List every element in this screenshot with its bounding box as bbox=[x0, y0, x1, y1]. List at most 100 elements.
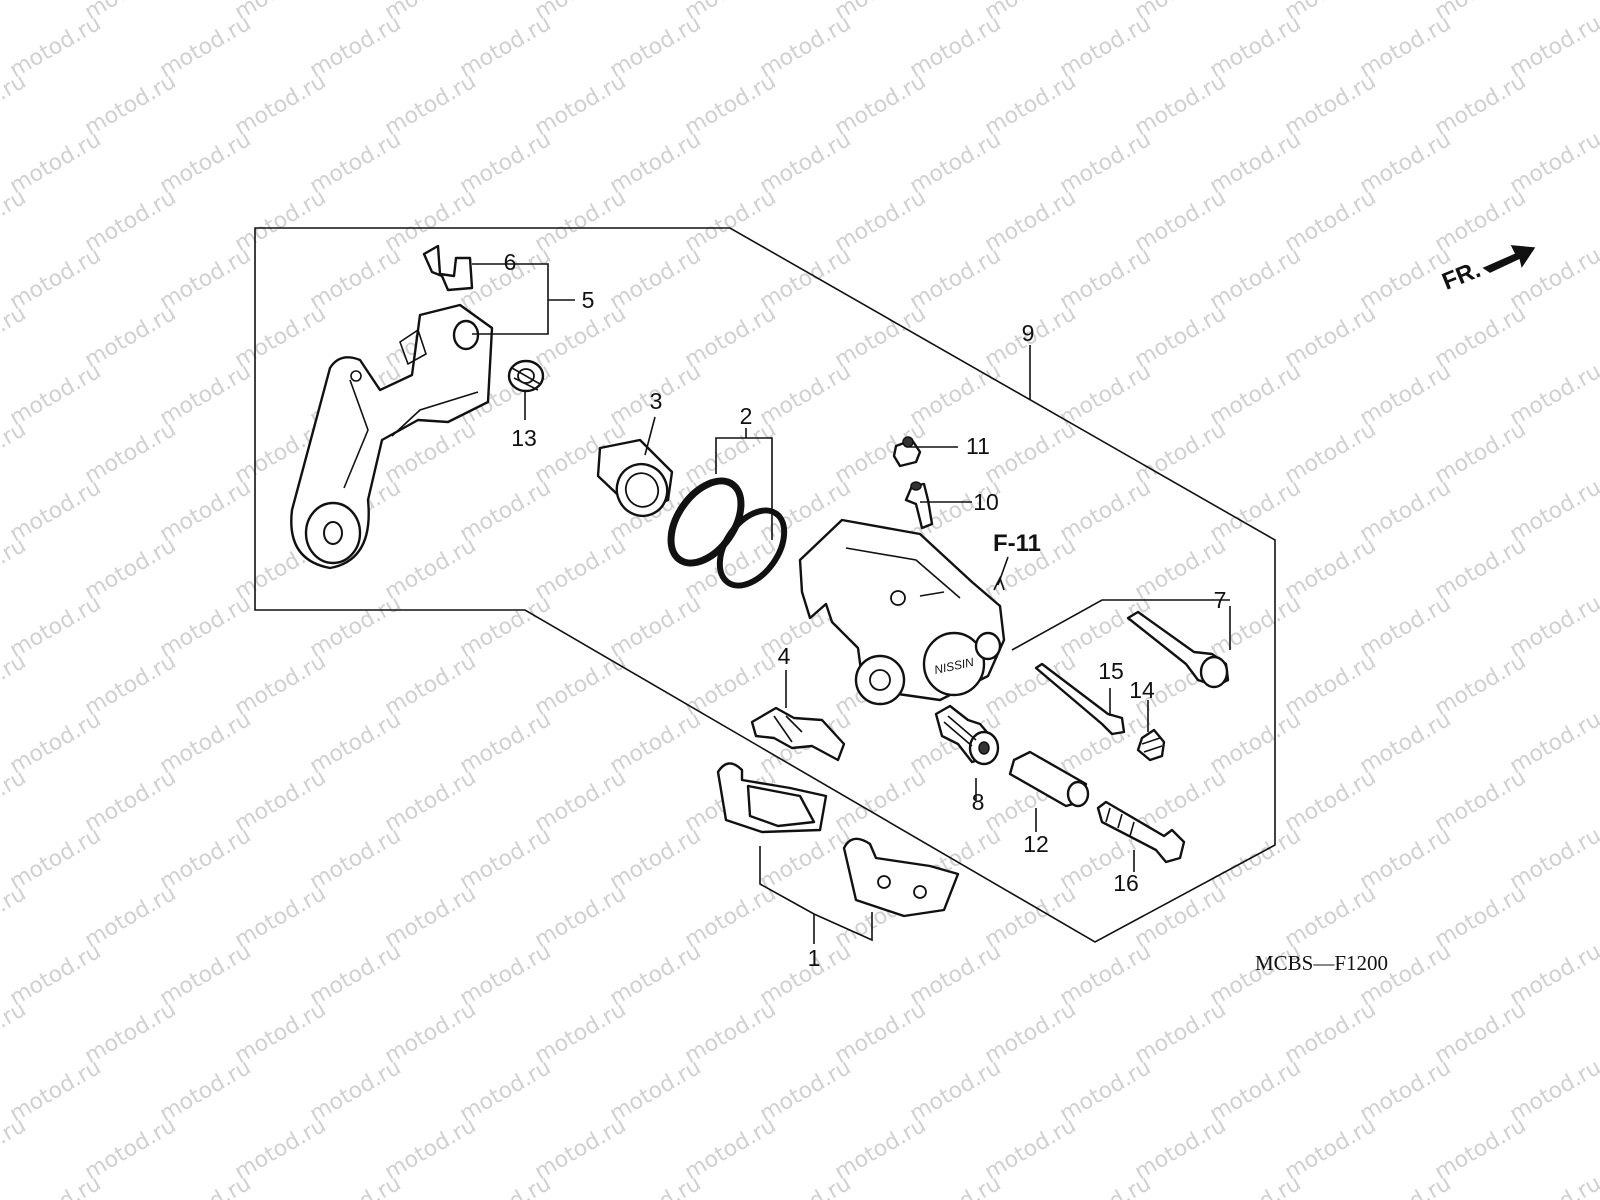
leader-lines bbox=[472, 263, 1231, 944]
sleeve[interactable] bbox=[1008, 750, 1090, 808]
watermark-text: motod.ru bbox=[531, 301, 631, 373]
watermark-text: motod.ru bbox=[1431, 417, 1531, 489]
watermark-text: motod.ru bbox=[606, 823, 706, 895]
caliper-bracket[interactable] bbox=[290, 303, 494, 570]
watermark-text: motod.ru bbox=[381, 649, 481, 721]
watermark-text: motod.ru bbox=[231, 881, 331, 953]
watermark-text: motod.ru bbox=[6, 591, 106, 663]
watermark-text: motod.ru bbox=[1281, 69, 1381, 141]
watermark-text: motod.ru bbox=[981, 881, 1081, 953]
flange-bolt[interactable] bbox=[1096, 800, 1186, 864]
assembly-boundary bbox=[254, 227, 1276, 943]
bleeder-valve[interactable] bbox=[904, 481, 934, 530]
watermark-text: motod.ru bbox=[1281, 185, 1381, 257]
watermark-text: motod.ru bbox=[1356, 1055, 1456, 1127]
callout-10: 10 bbox=[973, 489, 999, 515]
watermark-text: motod.ru bbox=[306, 939, 406, 1011]
watermark-text: motod.ru bbox=[0, 417, 30, 489]
watermark-text: motod.ru bbox=[156, 475, 256, 547]
watermark-text: motod.ru bbox=[906, 359, 1006, 431]
watermark-text: motod.ru bbox=[156, 1055, 256, 1127]
watermark-text: motod.ru bbox=[756, 1171, 856, 1200]
watermark-text: motod.ru bbox=[306, 823, 406, 895]
watermark-text: motod.ru bbox=[606, 939, 706, 1011]
watermark-text: motod.ru bbox=[0, 881, 30, 953]
watermark-text: motod.ru bbox=[681, 185, 781, 257]
watermark-text: motod.ru bbox=[231, 765, 331, 837]
callout-16: 16 bbox=[1113, 870, 1139, 896]
watermark-text: motod.ru bbox=[681, 417, 781, 489]
callout-8: 8 bbox=[972, 789, 985, 815]
watermark-text: motod.ru bbox=[531, 533, 631, 605]
rubber-boot[interactable] bbox=[507, 359, 545, 393]
watermark-text: motod.ru bbox=[606, 127, 706, 199]
watermark-text: motod.ru bbox=[1206, 1171, 1306, 1200]
watermark-text: motod.ru bbox=[756, 11, 856, 83]
watermark-text: motod.ru bbox=[0, 765, 30, 837]
watermark-text: motod.ru bbox=[1281, 997, 1381, 1069]
watermark-text: motod.ru bbox=[531, 185, 631, 257]
callout-3: 3 bbox=[650, 388, 663, 414]
watermark-text: motod.ru bbox=[231, 649, 331, 721]
callout-11: 11 bbox=[966, 433, 990, 459]
watermark-text: motod.ru bbox=[1281, 1113, 1381, 1185]
watermark-text: motod.ru bbox=[1356, 591, 1456, 663]
watermark-text: motod.ru bbox=[456, 707, 556, 779]
watermark-text: motod.ru bbox=[831, 997, 931, 1069]
watermark-text: motod.ru bbox=[1356, 823, 1456, 895]
watermark-text: motod.ru bbox=[231, 997, 331, 1069]
watermark-text: motod.ru bbox=[1431, 881, 1531, 953]
watermark-text: motod.ru bbox=[831, 301, 931, 373]
watermark-text: motod.ru bbox=[1356, 127, 1456, 199]
watermark-text: motod.ru bbox=[456, 939, 556, 1011]
watermark-text: motod.ru bbox=[756, 127, 856, 199]
watermark-text: motod.ru bbox=[981, 997, 1081, 1069]
brake-pad-set[interactable] bbox=[716, 762, 960, 918]
watermark-text: motod.ru bbox=[681, 881, 781, 953]
watermark-text: motod.ru bbox=[306, 591, 406, 663]
watermark-text: motod.ru bbox=[681, 69, 781, 141]
piston-seal-set[interactable] bbox=[657, 468, 798, 597]
callout-1: 1 bbox=[808, 945, 821, 971]
watermark-text: motod.ru bbox=[81, 649, 181, 721]
watermark-text: motod.ru bbox=[1356, 359, 1456, 431]
boot-pin[interactable] bbox=[934, 704, 1000, 766]
watermark-text: motod.ru bbox=[831, 69, 931, 141]
watermark-text: motod.ru bbox=[156, 939, 256, 1011]
watermark-text: motod.ru bbox=[1281, 649, 1381, 721]
watermark-text: motod.ru bbox=[831, 1113, 931, 1185]
pad-spring-clip[interactable] bbox=[422, 244, 474, 292]
watermark-text: motod.ru bbox=[381, 997, 481, 1069]
watermark-text: motod.ru bbox=[681, 997, 781, 1069]
watermark-text: motod.ru bbox=[1206, 707, 1306, 779]
watermark-text: motod.ru bbox=[1206, 823, 1306, 895]
watermark-text: motod.ru bbox=[306, 1055, 406, 1127]
pad-pin[interactable] bbox=[1034, 662, 1126, 736]
watermark-text: motod.ru bbox=[906, 127, 1006, 199]
watermark-text: motod.ru bbox=[6, 359, 106, 431]
watermark-text: motod.ru bbox=[6, 823, 106, 895]
piston[interactable] bbox=[596, 438, 676, 524]
pin-plug[interactable] bbox=[1136, 728, 1166, 762]
slide-pin-bolt[interactable] bbox=[1126, 610, 1230, 689]
watermark-text: motod.ru bbox=[1056, 939, 1156, 1011]
pad-retainer[interactable] bbox=[750, 706, 846, 762]
watermark-text: motod.ru bbox=[1056, 11, 1156, 83]
watermark-text: motod.ru bbox=[681, 301, 781, 373]
watermark-text: motod.ru bbox=[1131, 997, 1231, 1069]
watermark-text: motod.ru bbox=[0, 69, 30, 141]
watermark-text: motod.ru bbox=[6, 1171, 106, 1200]
watermark-text: motod.ru bbox=[1131, 69, 1231, 141]
watermark-text: motod.ru bbox=[81, 997, 181, 1069]
watermark-text: motod.ru bbox=[456, 1055, 556, 1127]
watermark-text: motod.ru bbox=[1281, 881, 1381, 953]
watermark-text: motod.ru bbox=[381, 881, 481, 953]
watermark-text: motod.ru bbox=[1356, 11, 1456, 83]
watermark-text: motod.ru bbox=[1506, 1171, 1600, 1200]
watermark-text: motod.ru bbox=[981, 417, 1081, 489]
watermark-text: motod.ru bbox=[606, 1055, 706, 1127]
caliper-body[interactable]: NISSIN bbox=[798, 518, 1006, 706]
watermark-text: motod.ru bbox=[1356, 939, 1456, 1011]
watermark-text: motod.ru bbox=[156, 707, 256, 779]
watermark-text: motod.ru bbox=[381, 1113, 481, 1185]
